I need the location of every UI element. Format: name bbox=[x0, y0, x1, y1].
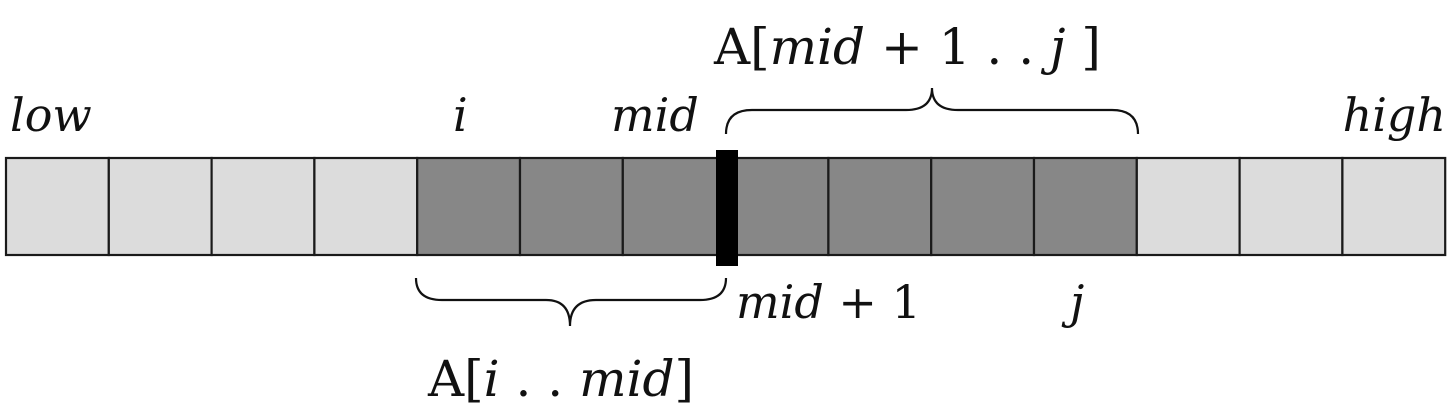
array-cell bbox=[416, 156, 522, 257]
lower-suffix: ] bbox=[675, 350, 695, 408]
array-cell bbox=[1135, 156, 1241, 257]
label-j: j bbox=[1061, 275, 1084, 329]
mid-divider bbox=[716, 150, 738, 266]
array-cell bbox=[518, 156, 624, 257]
label-i: i bbox=[453, 88, 468, 142]
mid-plus-1-rest: + 1 bbox=[824, 275, 921, 329]
array-cell bbox=[1238, 156, 1344, 257]
array-cell bbox=[1032, 156, 1138, 257]
array-cell bbox=[107, 156, 213, 257]
upper-brace-label: A[mid + 1 . . j ] bbox=[713, 18, 1101, 76]
array-cell bbox=[621, 156, 727, 257]
upper-prefix: A[ bbox=[713, 18, 770, 76]
upper-suffix: ] bbox=[1066, 18, 1101, 76]
lower-prefix: A[ bbox=[427, 350, 484, 408]
lower-mid: mid bbox=[579, 350, 674, 408]
upper-rest: + 1 . . bbox=[865, 18, 1050, 76]
array-cell bbox=[4, 156, 110, 257]
lower-dots: . . bbox=[500, 350, 579, 408]
array-cell bbox=[724, 156, 830, 257]
label-low: low bbox=[10, 88, 92, 142]
array-cell bbox=[1341, 156, 1447, 257]
lower-i: i bbox=[484, 350, 500, 408]
lower-brace bbox=[414, 277, 728, 327]
array-cell bbox=[210, 156, 316, 257]
upper-mid: mid bbox=[770, 18, 865, 76]
array-cell bbox=[930, 156, 1036, 257]
label-mid: mid bbox=[611, 88, 699, 142]
label-high: high bbox=[1343, 88, 1446, 142]
mid-plus-1-var: mid bbox=[736, 275, 824, 329]
upper-brace bbox=[724, 87, 1140, 135]
array-cell bbox=[827, 156, 933, 257]
label-mid-plus-1: mid + 1 bbox=[736, 275, 921, 329]
array-cells bbox=[4, 156, 1447, 257]
lower-brace-label: A[i . . mid] bbox=[427, 350, 694, 408]
array-cell bbox=[313, 156, 419, 257]
